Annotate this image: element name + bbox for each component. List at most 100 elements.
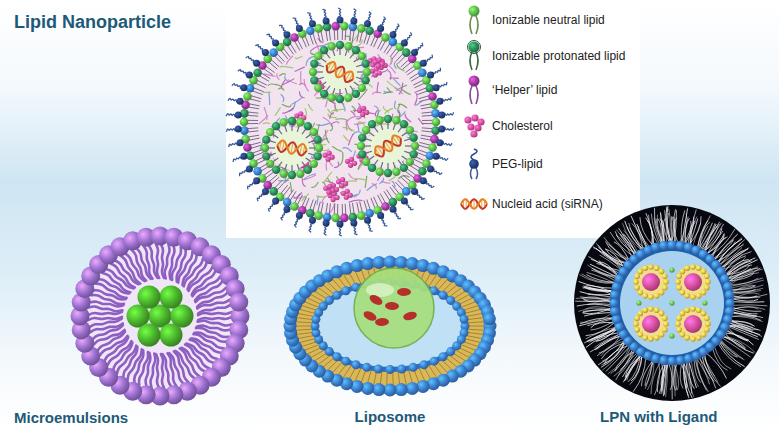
liposome-part xyxy=(372,256,385,269)
lpn-with-ligand-part xyxy=(610,241,734,365)
lipid-nanoparticle-part xyxy=(272,198,279,205)
lipid-nanoparticle-part xyxy=(398,104,407,108)
lpn-with-ligand-part xyxy=(664,210,666,243)
lipid-nanoparticle-part xyxy=(262,49,269,56)
lpn-with-ligand-part xyxy=(732,297,760,299)
liposome-part xyxy=(355,369,361,382)
figure-label: LPN with Ligand xyxy=(600,408,718,425)
lpn-core-part xyxy=(696,265,702,271)
liposome-part xyxy=(397,288,411,296)
lipid-nanoparticle-part xyxy=(316,43,320,53)
lpn-with-ligand-part xyxy=(701,224,716,250)
lipid-nanoparticle-part xyxy=(338,8,341,17)
lipid-nanoparticle-part xyxy=(269,48,278,57)
sirna-helix-part xyxy=(276,140,308,156)
lipid-nanoparticle-part xyxy=(343,148,352,152)
lipid-nanoparticle-part xyxy=(342,204,343,215)
inverse-micelle-part xyxy=(406,126,414,134)
lipid-nanoparticle-part xyxy=(240,118,249,127)
microemulsion-part xyxy=(88,317,122,320)
lipid-nanoparticle-part xyxy=(339,183,344,188)
lipid-nanoparticle-part xyxy=(354,226,358,235)
lipid-nanoparticle-part xyxy=(281,50,288,58)
lpn-with-ligand-part xyxy=(667,213,671,243)
lpn-with-ligand-part xyxy=(732,307,765,310)
liposome-part xyxy=(395,383,408,396)
lipid-nanoparticle-part xyxy=(280,66,293,68)
inverse-micelle-part xyxy=(400,164,408,172)
lipid-nanoparticle-part xyxy=(302,178,306,187)
lipid-nanoparticle-part xyxy=(249,104,260,106)
lipid-nanoparticle-part xyxy=(422,131,433,132)
lipid-nanoparticle-part xyxy=(348,134,352,145)
lipid-nanoparticle-part xyxy=(417,149,427,153)
lipid-nanoparticle-part xyxy=(248,183,256,190)
lipid-nanoparticle-part xyxy=(242,24,438,220)
lipid-nanoparticle-part xyxy=(394,101,396,109)
lpn-core-part xyxy=(634,315,640,321)
lipid-nanoparticle-part xyxy=(348,163,353,168)
lipid-nanoparticle-part xyxy=(330,124,333,131)
lpn-with-ligand-part xyxy=(590,333,620,352)
lipid-nanoparticle-part xyxy=(420,60,427,67)
lpn-core-part xyxy=(684,273,702,291)
inverse-micelle-part xyxy=(361,76,369,84)
lpn-core-part xyxy=(676,265,710,299)
lpn-with-ligand-part xyxy=(600,255,622,270)
inverse-micelle-part xyxy=(327,42,335,50)
lpn-with-ligand-part xyxy=(723,282,732,291)
lipid-nanoparticle-part xyxy=(316,196,324,197)
lipid-nanoparticle-part xyxy=(405,66,414,73)
inverse-micelle xyxy=(261,117,323,179)
liposome-part xyxy=(296,321,312,323)
lpn-core-part xyxy=(642,315,660,333)
lpn-core-part xyxy=(662,273,668,279)
inverse-micelle-part xyxy=(310,59,318,67)
lipid-nanoparticle-part xyxy=(238,70,246,76)
lpn-with-ligand-part xyxy=(582,287,613,291)
lpn-core-part xyxy=(696,307,702,313)
lpn-with-ligand-part xyxy=(732,309,758,314)
legend-icon-part xyxy=(468,41,481,54)
inverse-micelle-part xyxy=(288,117,296,125)
sirna-helix-part xyxy=(461,199,487,209)
lipid-nanoparticle-part xyxy=(374,106,379,114)
lipid-nanoparticle-part xyxy=(368,223,373,232)
lpn-with-ligand-part xyxy=(599,262,619,276)
lipid-nanoparticle-part xyxy=(375,110,378,117)
lipid-nanoparticle-part xyxy=(377,82,378,93)
liposome-part xyxy=(465,309,480,313)
inverse-micelle-part xyxy=(313,135,321,143)
lipid-nanoparticle-part xyxy=(283,187,290,196)
liposome-part xyxy=(468,326,484,327)
liposome-part xyxy=(302,342,317,347)
lipid-nanoparticle-part xyxy=(290,33,299,42)
lipid-nanoparticle-part xyxy=(254,88,264,92)
lipid-nanoparticle-part xyxy=(428,92,437,101)
liposome-part xyxy=(374,364,383,373)
lipid-nanoparticle-part xyxy=(294,193,299,203)
liposome-part xyxy=(375,318,389,327)
legend-icon-part xyxy=(470,130,477,137)
lipid-nanoparticle-part xyxy=(427,72,434,79)
lpn-with-ligand-part xyxy=(724,332,753,353)
lpn-core-part xyxy=(659,332,665,338)
lpn-with-ligand-part xyxy=(695,358,706,390)
liposome-part xyxy=(392,372,394,386)
lipid-nanoparticle-part xyxy=(419,142,430,145)
sirna-helix-part xyxy=(276,140,308,156)
lpn-core-part xyxy=(680,332,686,338)
inverse-micelle-part xyxy=(361,59,369,67)
lipid-nanoparticle-part xyxy=(252,149,262,153)
lipid-nanoparticle-part xyxy=(327,203,334,215)
lipid-nanoparticle-part xyxy=(364,33,367,44)
lipid-nanoparticle-part xyxy=(389,206,396,213)
legend-icon xyxy=(460,4,488,36)
lipid-nanoparticle-part xyxy=(268,84,277,86)
lipid-nanoparticle-part xyxy=(247,120,258,121)
lipid-nanoparticle-part xyxy=(416,152,426,156)
lpn-with-ligand-part xyxy=(697,221,708,249)
microemulsion-part xyxy=(198,312,232,315)
lipid-nanoparticle-part xyxy=(390,57,393,65)
lipid-nanoparticle-part xyxy=(410,165,419,171)
